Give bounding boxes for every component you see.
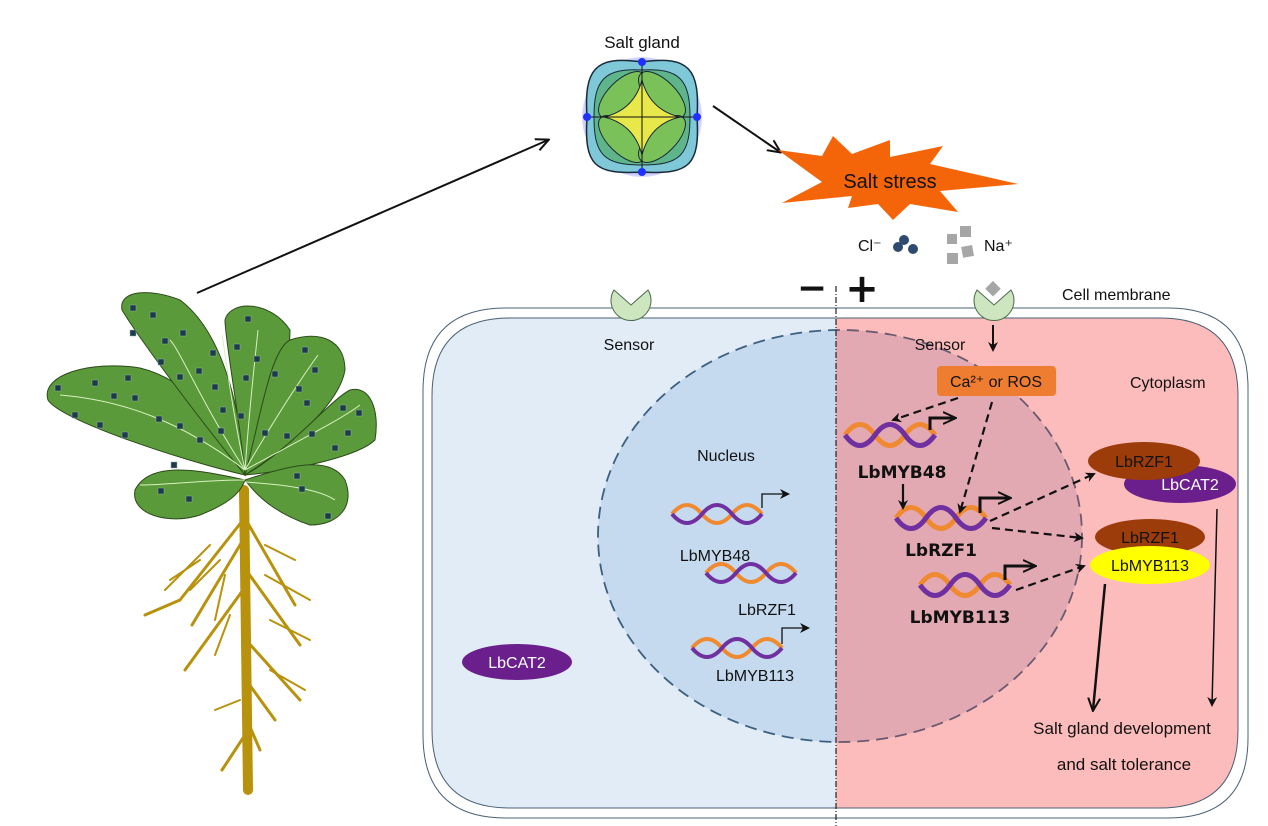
svg-text:Ca²⁺ or ROS: Ca²⁺ or ROS <box>950 374 1042 391</box>
salt-gland-icon <box>582 57 702 177</box>
salt-gland-title: Salt gland <box>604 33 680 52</box>
svg-text:Cl⁻: Cl⁻ <box>858 238 882 255</box>
cell-membrane-label: Cell membrane <box>1062 287 1171 304</box>
positive-sign: + <box>845 266 879 312</box>
leaf-veins <box>59 329 361 501</box>
left-gene-lbmyb113-dna-icon <box>690 623 810 659</box>
right-gene-lbrzf1-label: LbRZF1 <box>905 541 977 561</box>
right-gene-lbmyb113-dna-icon <box>920 566 1035 596</box>
arrow-plant-to-gland <box>196 140 548 294</box>
cell <box>422 286 1249 826</box>
right-gene-lbmyb48-dna-icon <box>845 418 955 446</box>
svg-text:Na⁺: Na⁺ <box>984 238 1013 255</box>
right-gene-lbmyb113-label: LbMYB113 <box>910 608 1011 628</box>
sodium-ions: Na⁺ <box>947 226 1013 264</box>
left-gene-lbmyb113-label: LbMYB113 <box>716 668 794 685</box>
right-gene-lbrzf1-dna-icon <box>896 498 1010 529</box>
svg-text:LbCAT2: LbCAT2 <box>1161 477 1219 494</box>
left-nucleus <box>597 329 836 743</box>
regulatory-arrows <box>891 396 1218 710</box>
negative-sign: − <box>797 268 827 309</box>
plant-illustration <box>46 292 377 795</box>
svg-text:Salt stress: Salt stress <box>843 171 936 193</box>
left-gene-lbmyb48-dna-icon <box>670 489 790 525</box>
salt-gland-dots <box>54 304 363 520</box>
cytoplasm-label: Cytoplasm <box>1130 375 1206 392</box>
left-sensor-label: Sensor <box>604 337 655 354</box>
right-sensor-icon <box>973 280 1015 321</box>
complex-lbrzf1-lbmyb113: LbRZF1 LbMYB113 <box>1090 519 1210 584</box>
right-sensor-label: Sensor <box>915 337 966 354</box>
left-sensor-icon <box>610 289 652 321</box>
chloride-ions: Cl⁻ <box>858 235 918 255</box>
arrow-gland-to-stress <box>712 105 780 152</box>
left-gene-lbrzf1-label: LbRZF1 <box>738 602 796 619</box>
outcome-line-2: and salt tolerance <box>1057 755 1191 774</box>
right-gene-lbmyb48-label: LbMYB48 <box>858 463 947 483</box>
svg-text:LbRZF1: LbRZF1 <box>1115 454 1173 471</box>
complex-lbrzf1-lbcat2: LbCAT2 LbRZF1 <box>1088 442 1236 503</box>
svg-text:LbCAT2: LbCAT2 <box>488 655 546 672</box>
signal-box: Ca²⁺ or ROS <box>937 366 1056 396</box>
left-lbcat2-protein: LbCAT2 <box>462 644 572 680</box>
svg-text:LbMYB113: LbMYB113 <box>1111 558 1189 575</box>
root-system <box>143 485 311 795</box>
left-gene-lbmyb48-label: LbMYB48 <box>680 548 750 565</box>
outcome-line-1: Salt gland development <box>1033 719 1211 738</box>
salt-stress-burst: Salt stress <box>778 136 1018 220</box>
left-nucleus-label: Nucleus <box>697 448 755 465</box>
svg-text:LbRZF1: LbRZF1 <box>1121 530 1179 547</box>
leaves <box>46 292 377 526</box>
